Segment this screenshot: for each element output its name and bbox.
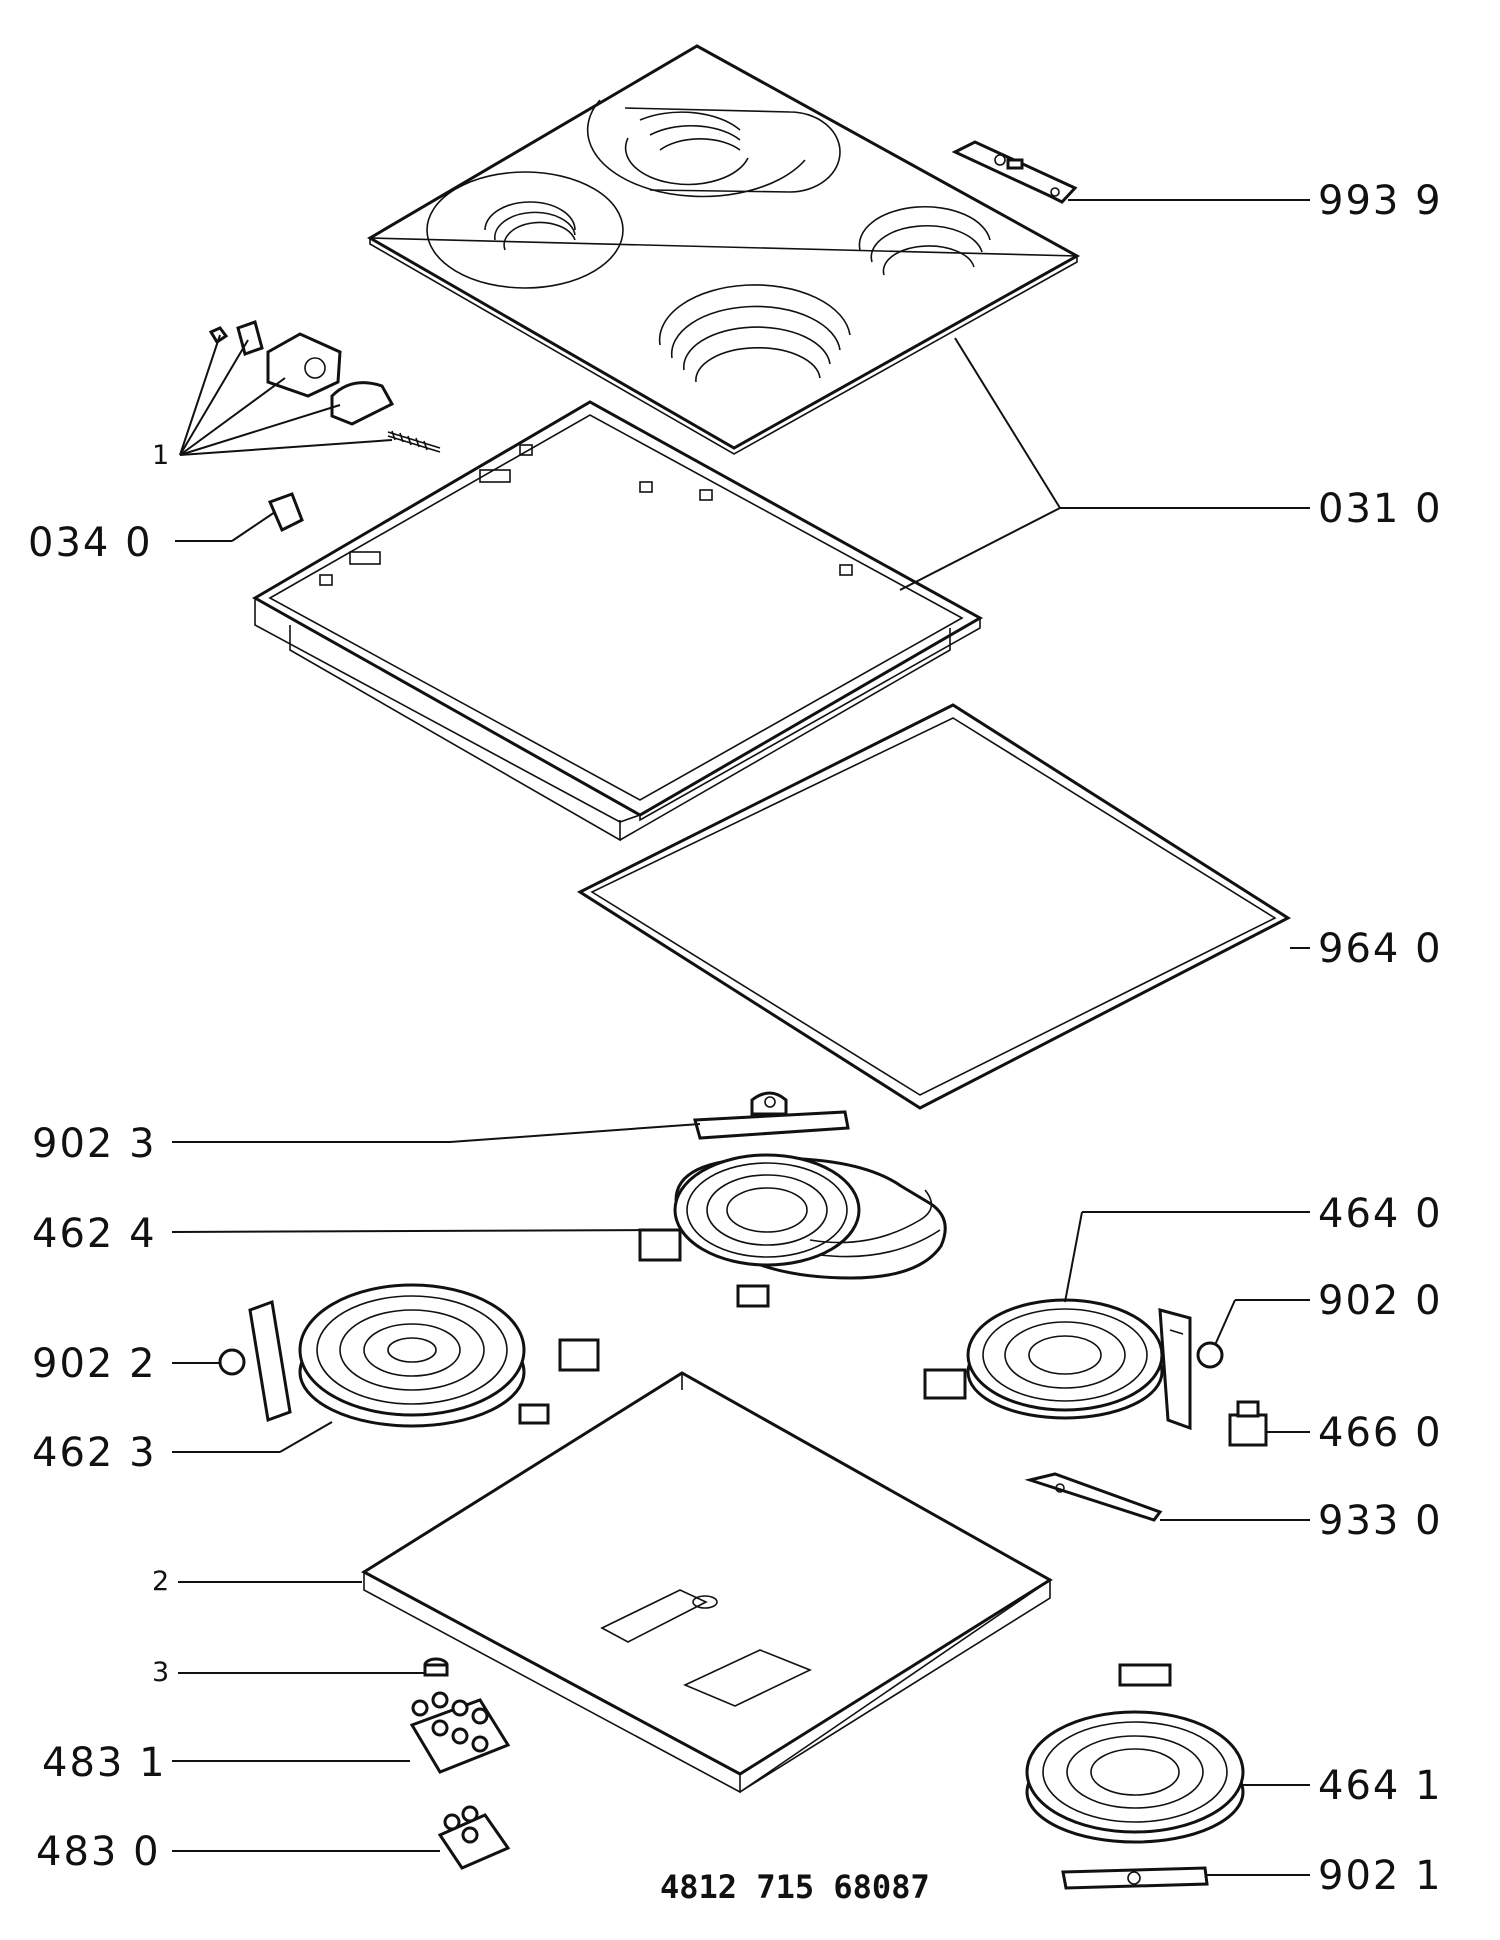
component-part-9330 bbox=[1024, 1472, 1163, 1522]
gasket-seal bbox=[576, 703, 1292, 1110]
label-2: 2 bbox=[152, 1566, 170, 1597]
label-0310: 031 0 bbox=[1318, 486, 1443, 532]
round-heating-element-4623 bbox=[298, 1283, 600, 1428]
terminal-block-4831 bbox=[409, 1691, 511, 1774]
hardware-group-1 bbox=[208, 320, 441, 453]
label-4640: 464 0 bbox=[1318, 1191, 1443, 1237]
label-4831: 483 1 bbox=[42, 1740, 167, 1786]
component-part-4660 bbox=[1228, 1400, 1268, 1447]
terminal-block-4830 bbox=[437, 1805, 511, 1870]
label-3: 3 bbox=[152, 1657, 170, 1688]
label-4624: 462 4 bbox=[32, 1211, 157, 1257]
label-9330: 933 0 bbox=[1318, 1498, 1443, 1544]
label-9640: 964 0 bbox=[1318, 926, 1443, 972]
hob-frame bbox=[251, 400, 984, 842]
round-heating-element-4641 bbox=[1025, 1663, 1245, 1844]
bracket-part-9021 bbox=[1061, 1866, 1209, 1890]
label-4641: 464 1 bbox=[1318, 1763, 1443, 1809]
round-heating-element-4640 bbox=[923, 1298, 1164, 1420]
label-0340: 034 0 bbox=[28, 520, 153, 566]
label-1: 1 bbox=[152, 440, 170, 471]
label-9023: 902 3 bbox=[32, 1121, 157, 1167]
oval-heating-element bbox=[638, 1153, 947, 1308]
bottom-tray bbox=[361, 1371, 1053, 1794]
bracket-part-9023 bbox=[693, 1091, 850, 1140]
rubber-foot-part-3 bbox=[423, 1657, 449, 1677]
label-9939: 993 9 bbox=[1318, 178, 1443, 224]
label-4660: 466 0 bbox=[1318, 1410, 1443, 1456]
label-4623: 462 3 bbox=[32, 1430, 157, 1476]
ceramic-glass-top bbox=[367, 44, 1081, 455]
label-9021: 902 1 bbox=[1318, 1853, 1443, 1899]
label-9020: 902 0 bbox=[1318, 1278, 1443, 1324]
bracket-part-9020 bbox=[1158, 1308, 1224, 1431]
clip-part-0340 bbox=[267, 492, 304, 533]
document-number: 4812 715 68087 bbox=[660, 1868, 930, 1906]
label-9022: 902 2 bbox=[32, 1341, 157, 1387]
label-4830: 483 0 bbox=[36, 1829, 161, 1875]
bracket-part-9939 bbox=[951, 140, 1078, 204]
leader-lines bbox=[171, 199, 1310, 1876]
bracket-part-9022 bbox=[218, 1299, 292, 1423]
